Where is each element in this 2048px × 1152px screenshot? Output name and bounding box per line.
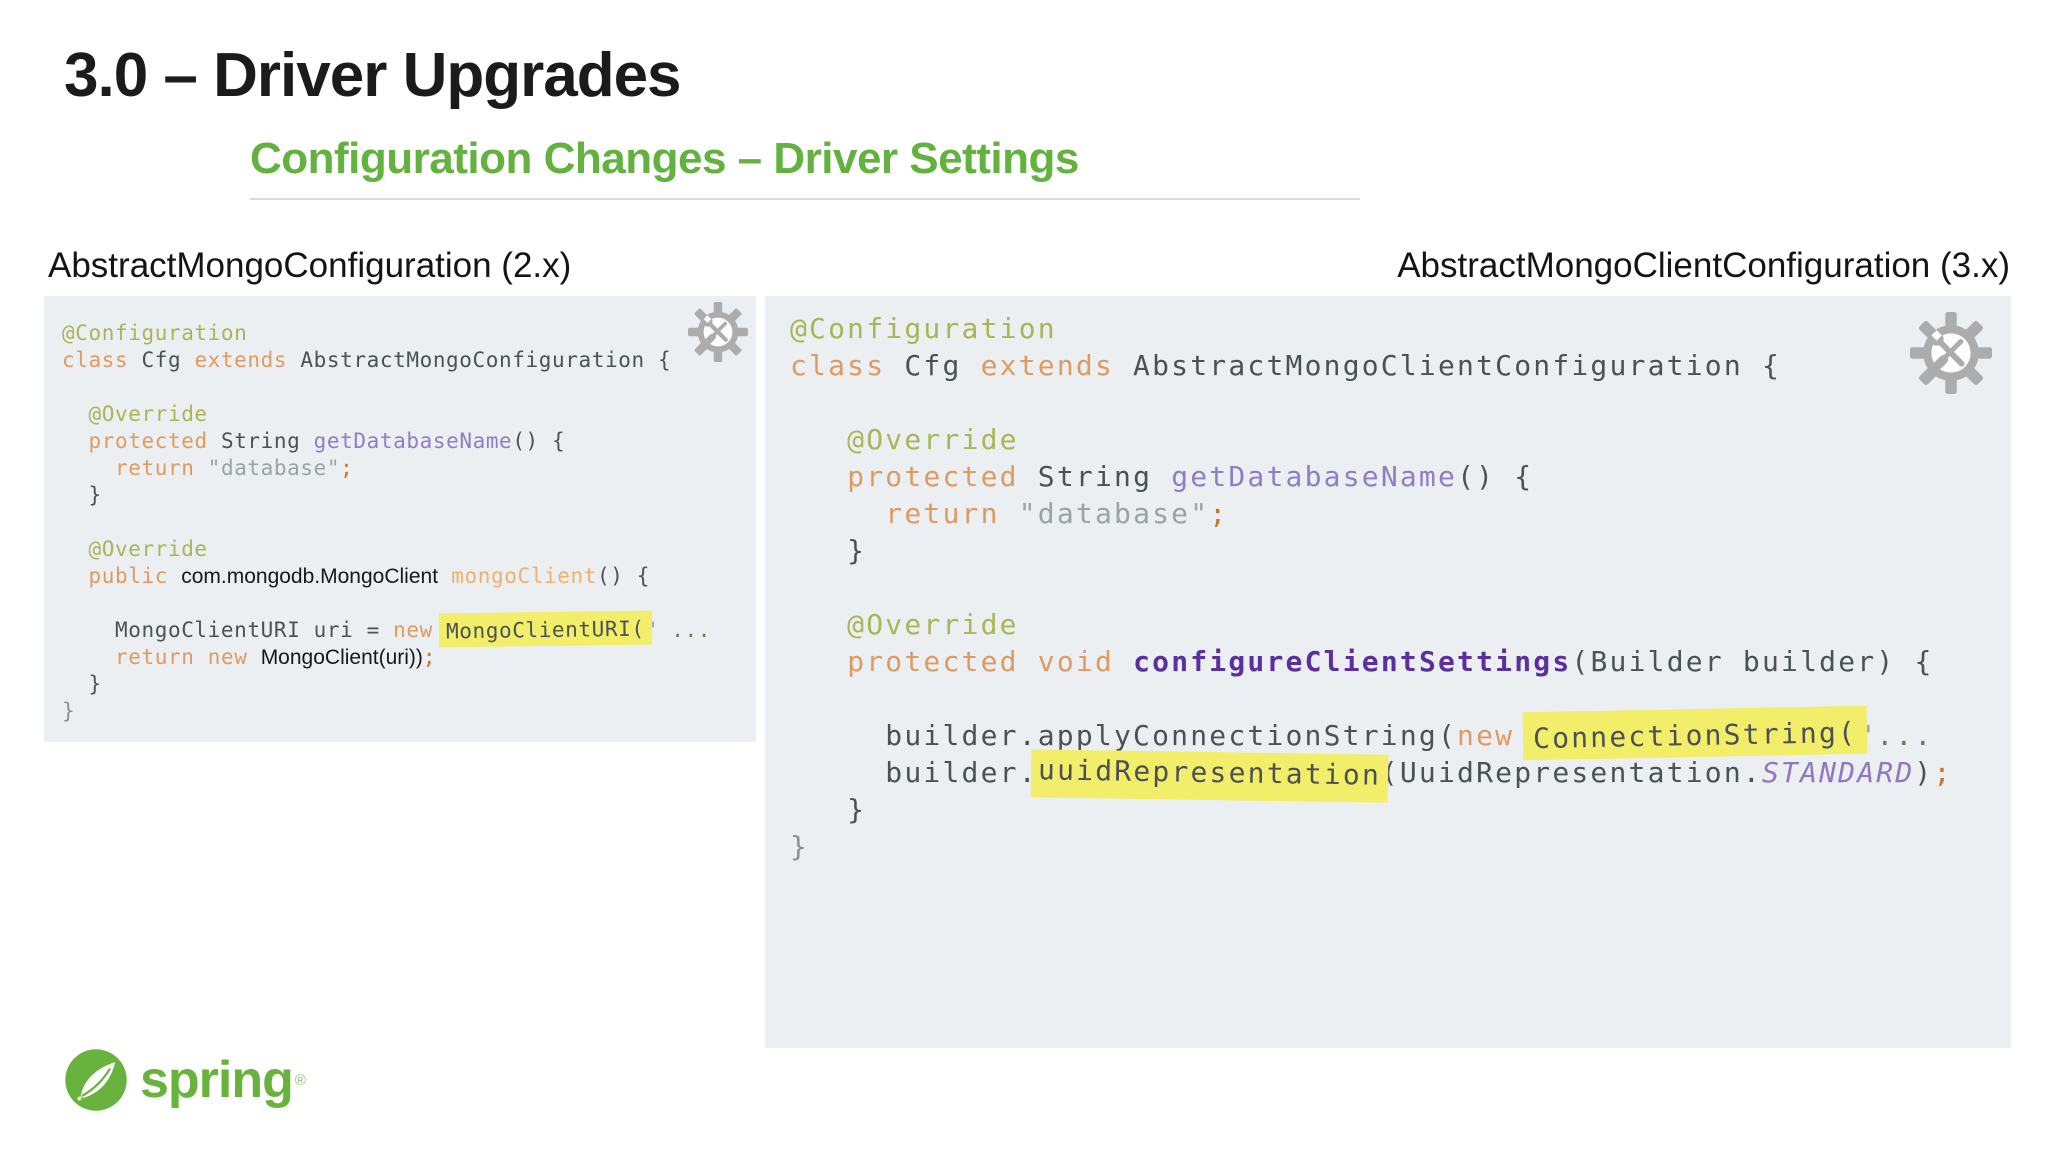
panel-header-2x: AbstractMongoConfiguration (2.x) bbox=[48, 246, 572, 285]
tools-gear-icon bbox=[688, 302, 748, 362]
subtitle-underline bbox=[250, 198, 1360, 200]
spring-logo: spring® bbox=[64, 1048, 306, 1112]
spring-leaf-icon bbox=[65, 1049, 127, 1111]
spring-logo-text: spring bbox=[140, 1051, 294, 1109]
page-title: 3.0 – Driver Upgrades bbox=[64, 41, 682, 110]
registered-mark: ® bbox=[294, 1071, 306, 1089]
page-subtitle: Configuration Changes – Driver Settings bbox=[250, 134, 1079, 183]
tools-gear-icon bbox=[1910, 312, 1992, 394]
panel-header-3x: AbstractMongoClientConfiguration (3.x) bbox=[1397, 246, 2010, 285]
